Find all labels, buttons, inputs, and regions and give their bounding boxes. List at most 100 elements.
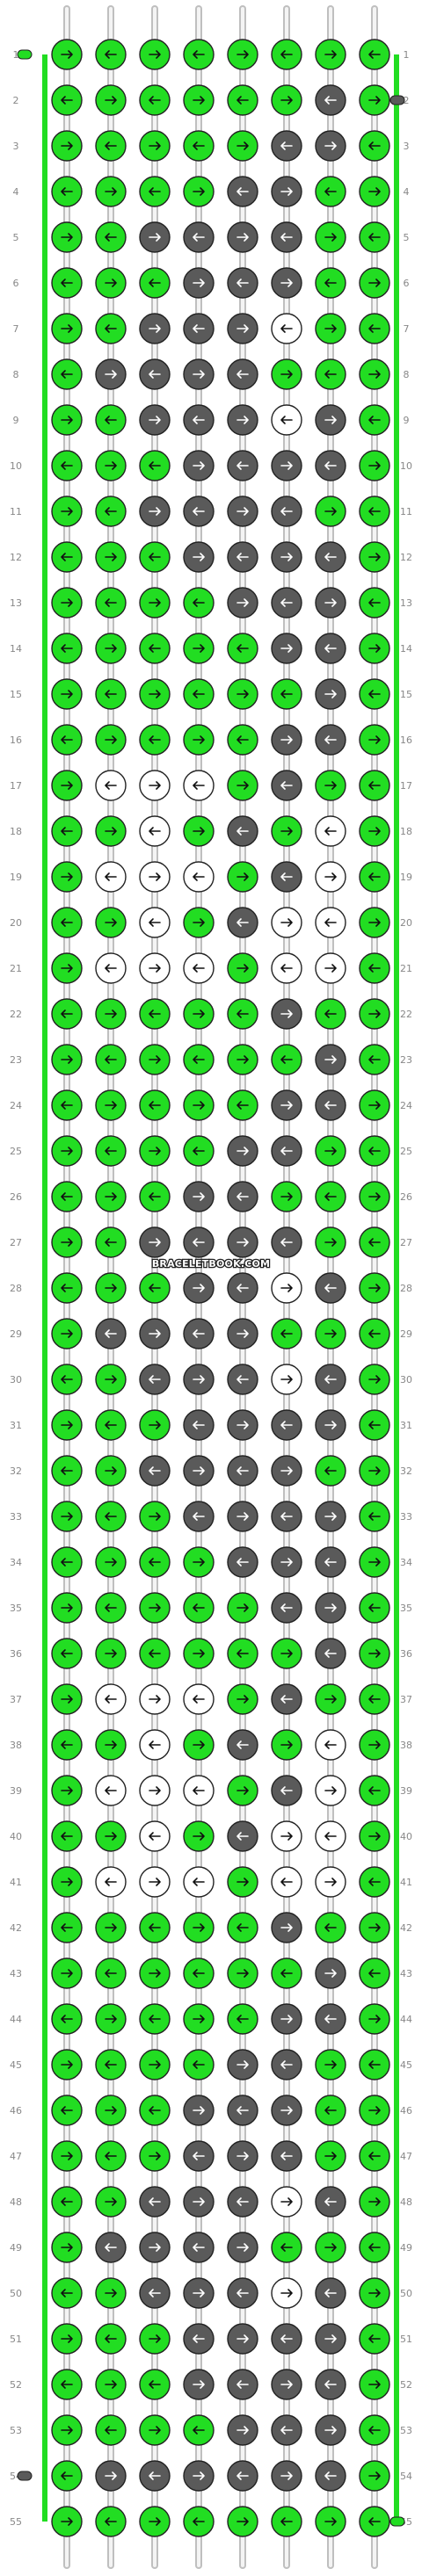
arrow-left-icon bbox=[280, 964, 293, 973]
arrow-right-icon bbox=[61, 2243, 73, 2252]
knot bbox=[95, 770, 127, 801]
knot bbox=[139, 2095, 171, 2126]
knot bbox=[271, 267, 302, 299]
arrow-left-icon bbox=[368, 50, 381, 59]
knot bbox=[183, 1318, 215, 1350]
arrow-left-icon bbox=[149, 1832, 161, 1841]
knot bbox=[359, 313, 390, 344]
knot bbox=[183, 1775, 215, 1806]
knot bbox=[51, 1272, 83, 1304]
knot bbox=[271, 404, 302, 436]
row-number-left: 39 bbox=[10, 1785, 22, 1797]
arrow-right-icon bbox=[149, 1055, 161, 1064]
arrow-right-icon bbox=[324, 507, 337, 516]
knot bbox=[227, 130, 258, 162]
knot bbox=[315, 633, 346, 664]
arrow-right-icon bbox=[149, 2060, 161, 2069]
arrow-left-icon bbox=[368, 233, 381, 242]
arrow-left-icon bbox=[368, 141, 381, 150]
arrow-left-icon bbox=[280, 1512, 293, 1521]
knot bbox=[183, 1683, 215, 1715]
knot bbox=[359, 952, 390, 984]
arrow-right-icon bbox=[236, 964, 249, 973]
arrow-left-icon bbox=[236, 1375, 249, 1384]
arrow-left-icon bbox=[368, 324, 381, 333]
knot bbox=[315, 2506, 346, 2537]
arrow-right-icon bbox=[105, 2471, 117, 2480]
knot bbox=[359, 2460, 390, 2492]
knot bbox=[139, 1135, 171, 1167]
arrow-left-icon bbox=[193, 50, 205, 59]
knot bbox=[271, 1272, 302, 1304]
arrow-left-icon bbox=[149, 2197, 161, 2206]
knot bbox=[227, 2049, 258, 2080]
knot bbox=[139, 1501, 171, 1532]
knot bbox=[227, 633, 258, 664]
knot bbox=[183, 130, 215, 162]
knot bbox=[315, 724, 346, 756]
knot bbox=[139, 2003, 171, 2035]
arrow-left-icon bbox=[149, 644, 161, 653]
knot bbox=[51, 1364, 83, 1395]
arrow-left-icon bbox=[368, 1055, 381, 1064]
knot bbox=[227, 2095, 258, 2126]
arrow-left-icon bbox=[280, 872, 293, 881]
knot bbox=[359, 587, 390, 619]
knot bbox=[359, 678, 390, 710]
arrow-left-icon bbox=[61, 1375, 73, 1384]
arrow-right-icon bbox=[105, 370, 117, 379]
arrow-left-icon bbox=[280, 1786, 293, 1795]
arrow-left-icon bbox=[324, 1375, 337, 1384]
knot bbox=[95, 861, 127, 893]
arrow-right-icon bbox=[280, 1375, 293, 1384]
arrow-left-icon bbox=[105, 2060, 117, 2069]
knot bbox=[95, 815, 127, 847]
knot bbox=[95, 2049, 127, 2080]
knot bbox=[51, 2095, 83, 2126]
knot bbox=[183, 2186, 215, 2218]
knot bbox=[183, 2140, 215, 2172]
arrow-right-icon bbox=[193, 370, 205, 379]
arrow-right-icon bbox=[149, 416, 161, 424]
knot bbox=[51, 861, 83, 893]
arrow-right-icon bbox=[280, 370, 293, 379]
knot bbox=[359, 2095, 390, 2126]
knot bbox=[139, 1455, 171, 1487]
row-number-left: 46 bbox=[10, 2105, 22, 2117]
knot bbox=[227, 2414, 258, 2446]
arrow-left-icon bbox=[324, 2289, 337, 2297]
arrow-right-icon bbox=[236, 507, 249, 516]
knot bbox=[315, 1318, 346, 1350]
knot bbox=[139, 770, 171, 801]
arrow-right-icon bbox=[105, 553, 117, 561]
row-number-right: 52 bbox=[400, 2379, 412, 2391]
knot bbox=[359, 541, 390, 573]
knot bbox=[315, 1592, 346, 1624]
arrow-left-icon bbox=[236, 827, 249, 836]
arrow-right-icon bbox=[61, 1238, 73, 1247]
arrow-right-icon bbox=[368, 918, 381, 927]
knot bbox=[359, 358, 390, 390]
arrow-right-icon bbox=[149, 1512, 161, 1521]
arrow-left-icon bbox=[193, 598, 205, 607]
row-number-left: 12 bbox=[10, 552, 22, 563]
arrow-left-icon bbox=[61, 2106, 73, 2115]
arrow-left-icon bbox=[149, 370, 161, 379]
knot bbox=[183, 770, 215, 801]
knot bbox=[139, 2140, 171, 2172]
knot bbox=[95, 221, 127, 253]
knot bbox=[359, 1409, 390, 1441]
knot bbox=[359, 724, 390, 756]
arrow-right-icon bbox=[236, 1055, 249, 1064]
arrow-right-icon bbox=[236, 2517, 249, 2526]
knot bbox=[183, 724, 215, 756]
knot bbox=[139, 496, 171, 527]
arrow-left-icon bbox=[368, 1878, 381, 1886]
arrow-right-icon bbox=[105, 1649, 117, 1658]
knot bbox=[359, 907, 390, 938]
arrow-right-icon bbox=[149, 2243, 161, 2252]
knot bbox=[95, 2277, 127, 2309]
knot bbox=[271, 678, 302, 710]
arrow-left-icon bbox=[149, 1284, 161, 1292]
